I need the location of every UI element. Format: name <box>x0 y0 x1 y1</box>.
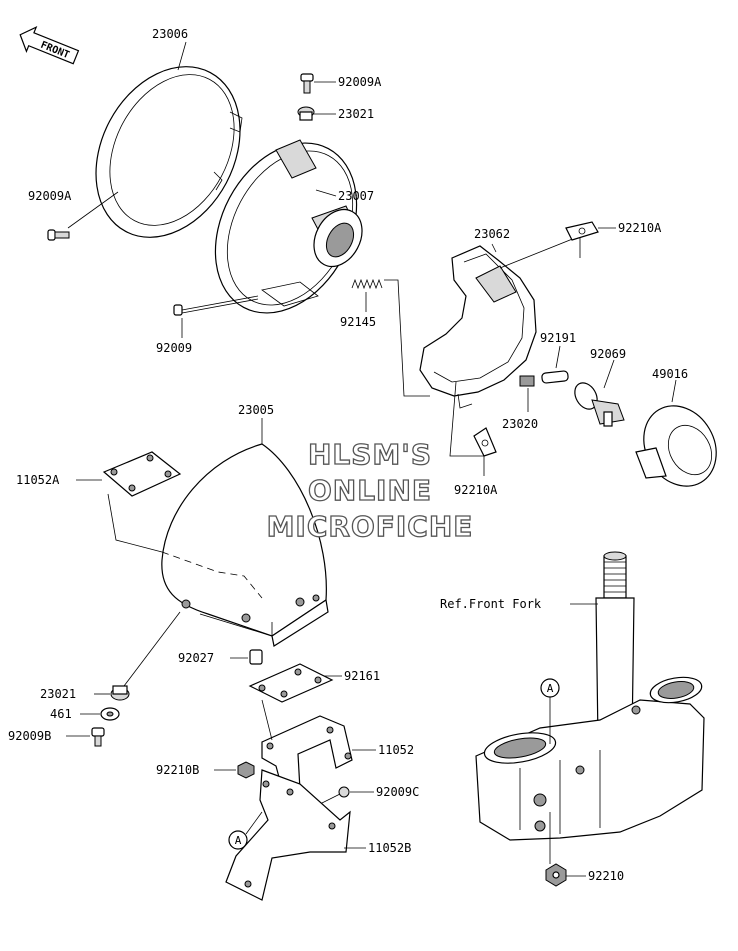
part-23020: 23020 <box>502 417 538 431</box>
part-461: 461 <box>50 707 72 721</box>
lower-fork-bracket <box>475 676 705 841</box>
part-11052A: 11052A <box>16 473 60 487</box>
part-92027: 92027 <box>178 651 214 665</box>
part-23007: 23007 <box>338 189 374 203</box>
headlight-housing <box>214 139 363 314</box>
stay-11052B <box>225 769 351 901</box>
front-arrow-icon: FRONT <box>19 26 80 65</box>
part-92009A-top: 92009A <box>338 75 382 89</box>
clip-23020 <box>519 375 535 387</box>
watermark-line3: MICROFICHE <box>267 510 474 543</box>
bulb-92069 <box>574 382 625 427</box>
callout-a-left: A <box>228 830 248 850</box>
part-23021-bottom: 23021 <box>40 687 76 701</box>
plate-11052A <box>102 451 182 497</box>
screw-92009A-top <box>300 73 314 94</box>
bracket-11052 <box>261 715 353 797</box>
nut-92210B <box>237 761 255 779</box>
part-92210B: 92210B <box>156 763 199 777</box>
part-92145: 92145 <box>340 315 376 329</box>
part-92210A-bottom: 92210A <box>454 483 498 497</box>
part-92210A-top: 92210A <box>618 221 662 235</box>
nut-92210A-top <box>565 221 599 241</box>
headlight-rim <box>95 66 243 238</box>
watermark: HLSM'S ONLINE MICROFICHE <box>266 437 474 543</box>
steering-stem <box>595 551 635 741</box>
part-92009: 92009 <box>156 341 192 355</box>
washer-461 <box>100 707 120 721</box>
part-92069: 92069 <box>590 347 626 361</box>
grommet-23021-top <box>297 106 315 121</box>
part-92009B: 92009B <box>8 729 51 743</box>
callout-a-left-label: A <box>235 834 242 847</box>
part-11052B: 11052B <box>368 841 411 855</box>
part-49016: 49016 <box>652 367 688 381</box>
part-92009A-left: 92009A <box>28 189 72 203</box>
grommet-23021-bottom <box>110 685 130 701</box>
part-11052: 11052 <box>378 743 414 757</box>
ref-front-fork: Ref.Front Fork <box>440 597 542 611</box>
nut-92210A-bottom <box>473 427 497 457</box>
spring-92145 <box>351 278 383 290</box>
headlight-shell <box>161 443 329 647</box>
part-92210: 92210 <box>588 869 624 883</box>
part-23062: 23062 <box>474 227 510 241</box>
callout-a-right-label: A <box>547 682 554 695</box>
part-92191: 92191 <box>540 331 576 345</box>
pin-92191 <box>541 370 569 384</box>
damper-92161 <box>248 663 334 703</box>
part-23005: 23005 <box>238 403 274 417</box>
bolt-92009B <box>91 727 105 747</box>
watermark-line1: HLSM'S <box>308 438 432 471</box>
collar-92027 <box>249 649 263 665</box>
bracket-23062 <box>419 245 537 409</box>
part-23006: 23006 <box>152 27 188 41</box>
callout-a-right: A <box>540 678 560 698</box>
watermark-line2: ONLINE <box>308 474 432 507</box>
cover-49016 <box>635 405 717 487</box>
screw-92009 <box>173 295 259 316</box>
bolt-92009C <box>338 786 350 798</box>
nut-92210 <box>545 863 567 887</box>
part-23021-top: 23021 <box>338 107 374 121</box>
part-92009C: 92009C <box>376 785 419 799</box>
part-92161: 92161 <box>344 669 380 683</box>
screw-92009A-left <box>47 229 70 241</box>
